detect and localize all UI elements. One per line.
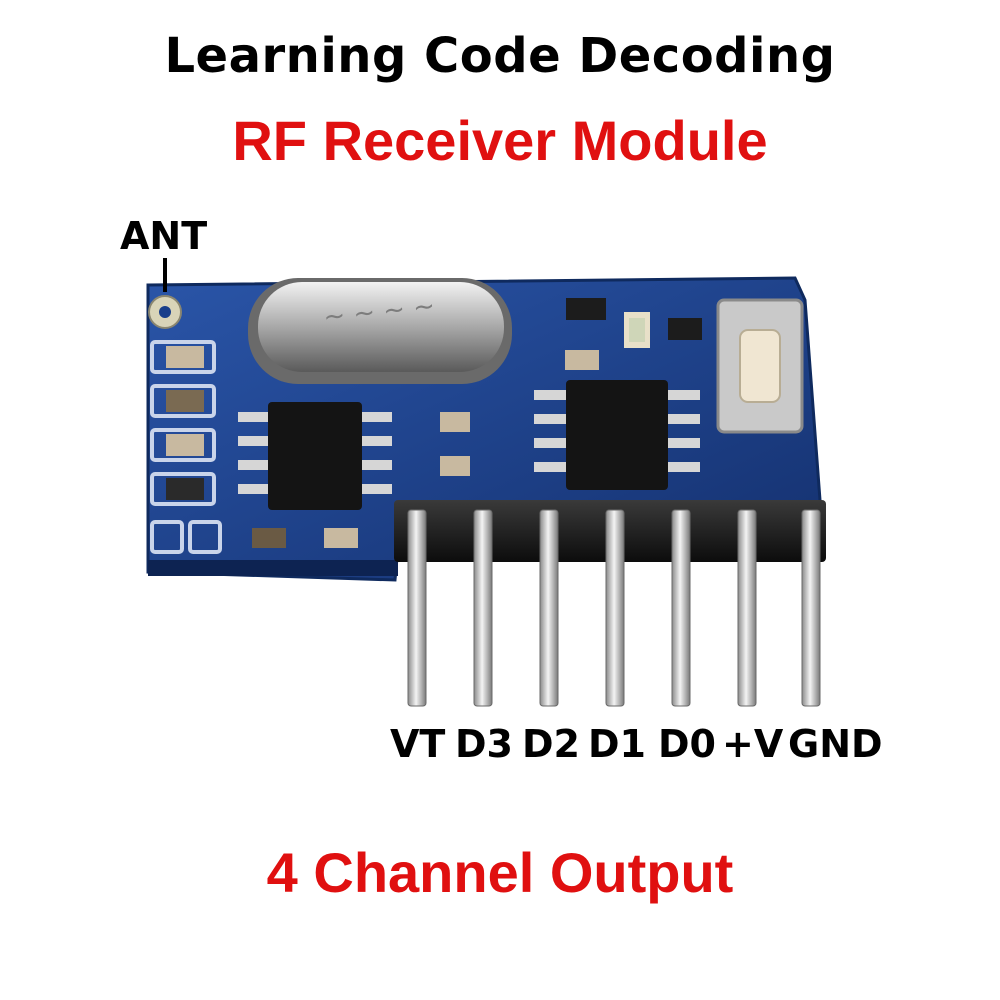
antenna-label: ANT: [120, 214, 208, 258]
antenna-pointer-line: [163, 258, 167, 292]
pin-label-vt: VT: [390, 722, 446, 766]
pin-label-d3: D3: [455, 722, 513, 766]
decoder-chip-right: [534, 380, 700, 490]
pin-label-gnd: GND: [788, 722, 883, 766]
pin-label-d2: D2: [522, 722, 580, 766]
pin-label-d1: D1: [588, 722, 646, 766]
pin-label-vplus: +V: [722, 722, 784, 766]
title-line-2: RF Receiver Module: [232, 109, 768, 172]
crystal-oscillator: ~ ~ ~ ~: [248, 278, 512, 384]
capacitor-parts: [166, 346, 599, 548]
header-pin-2: [539, 509, 559, 707]
title-line-1: Learning Code Decoding: [164, 28, 836, 84]
header-pin-4: [671, 509, 691, 707]
left-smd-components: [150, 340, 222, 554]
learn-button: [716, 298, 804, 434]
pin-label-d0: D0: [658, 722, 716, 766]
header-pin-5: [737, 509, 757, 707]
header-pin-3: [605, 509, 625, 707]
header-pin-6: [801, 509, 821, 707]
antenna-pad: [148, 295, 182, 329]
header-pins: [407, 509, 821, 707]
header-pin-1: [473, 509, 493, 707]
footer-title: 4 Channel Output: [266, 841, 734, 904]
led-indicator: [624, 312, 650, 348]
decoder-chip-left: [238, 402, 392, 510]
smd-resistors-top: [566, 298, 702, 340]
header-pin-0: [407, 509, 427, 707]
